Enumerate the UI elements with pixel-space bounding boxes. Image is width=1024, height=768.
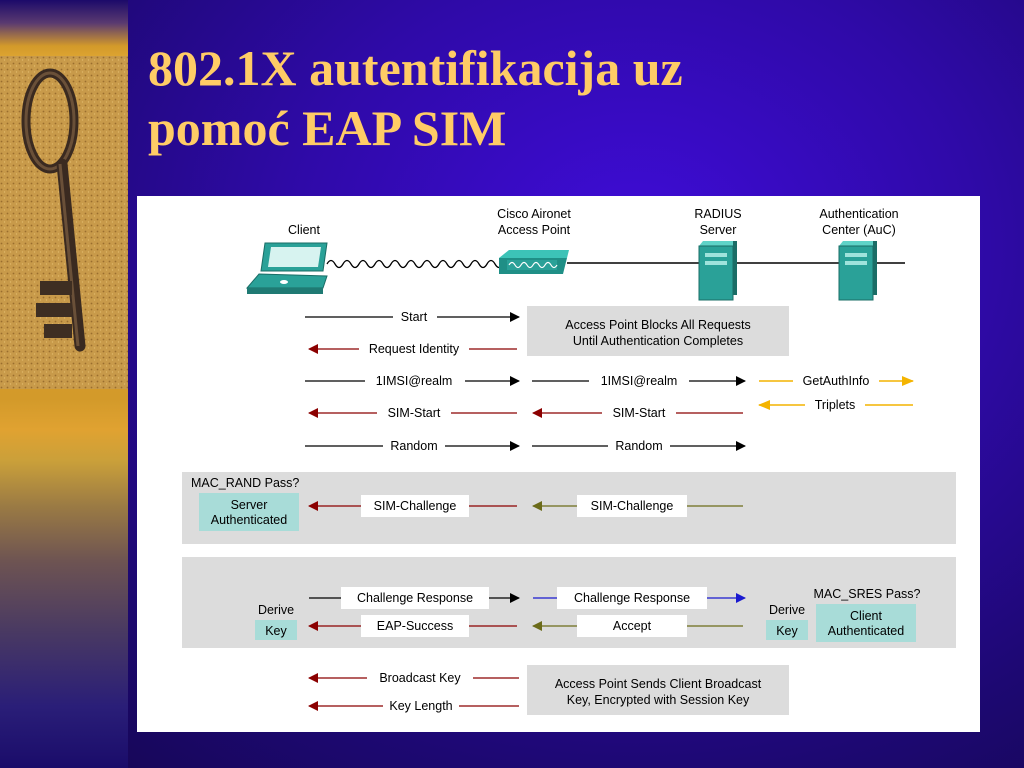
box-client-authenticated bbox=[816, 604, 916, 642]
note-ap-blocks bbox=[527, 306, 789, 356]
msg-key-length: Key Length bbox=[389, 699, 452, 713]
ap-label-line1: Cisco Aironet bbox=[497, 207, 571, 221]
note-ap-sends-line1: Access Point Sends Client Broadcast bbox=[555, 677, 762, 691]
msg-imsi-ap: 1IMSI@realm bbox=[601, 374, 678, 388]
access-point-icon bbox=[499, 250, 569, 274]
ap-label-line2: Access Point bbox=[498, 223, 571, 237]
msg-sim-start-radius: SIM-Start bbox=[613, 406, 666, 420]
msg-imsi-client: 1IMSI@realm bbox=[376, 374, 453, 388]
slide-title: 802.1X autentifikacija uz pomoć EAP SIM bbox=[148, 38, 1008, 158]
client-label: Client bbox=[288, 223, 320, 237]
msg-triplets: Triplets bbox=[815, 398, 856, 412]
eap-sim-sequence-diagram: Client Cisco Aironet Access Point RADIUS… bbox=[137, 196, 980, 732]
note-ap-blocks-line1: Access Point Blocks All Requests bbox=[565, 318, 751, 332]
note-ap-blocks-line2: Until Authentication Completes bbox=[573, 334, 743, 348]
msg-sim-start-ap: SIM-Start bbox=[388, 406, 441, 420]
wireless-link bbox=[326, 259, 528, 269]
box-key-right-text: Key bbox=[776, 624, 798, 638]
radius-label-line2: Server bbox=[700, 223, 737, 237]
note-derive-right: Derive bbox=[769, 603, 805, 617]
box-key-left bbox=[255, 620, 297, 640]
radius-server-icon bbox=[698, 241, 737, 301]
client-laptop-icon bbox=[245, 242, 328, 294]
msg-random-client: Random bbox=[390, 439, 437, 453]
box-server-authenticated-line1: Server bbox=[231, 498, 268, 512]
slide-title-line-2: pomoć EAP SIM bbox=[148, 100, 507, 156]
note-ap-sends-line2: Key, Encrypted with Session Key bbox=[567, 693, 750, 707]
radius-label-line1: RADIUS bbox=[694, 207, 741, 221]
box-key-left-text: Key bbox=[265, 624, 287, 638]
msg-broadcast-key: Broadcast Key bbox=[379, 671, 461, 685]
msg-request-identity: Request Identity bbox=[369, 342, 460, 356]
msg-accept: Accept bbox=[613, 619, 652, 633]
msg-challenge-response-ap: Challenge Response bbox=[574, 591, 690, 605]
msg-sim-challenge-ap: SIM-Challenge bbox=[374, 499, 457, 513]
note-derive-left: Derive bbox=[258, 603, 294, 617]
msg-random-ap: Random bbox=[615, 439, 662, 453]
msg-start: Start bbox=[401, 310, 428, 324]
box-server-authenticated-line2: Authenticated bbox=[211, 513, 287, 527]
auc-label-line2: Center (AuC) bbox=[822, 223, 896, 237]
note-ap-sends bbox=[527, 665, 789, 715]
box-client-authenticated-line2: Authenticated bbox=[828, 624, 904, 638]
msg-getauthinfo: GetAuthInfo bbox=[803, 374, 870, 388]
slide-title-line-1: 802.1X autentifikacija uz bbox=[148, 40, 683, 96]
auc-server-icon bbox=[838, 241, 877, 301]
note-mac-rand: MAC_RAND Pass? bbox=[191, 476, 299, 490]
msg-eap-success: EAP-Success bbox=[377, 619, 453, 633]
auc-label-line1: Authentication bbox=[819, 207, 898, 221]
msg-sim-challenge-radius: SIM-Challenge bbox=[591, 499, 674, 513]
key-photo bbox=[0, 56, 128, 389]
note-mac-sres: MAC_SRES Pass? bbox=[814, 587, 921, 601]
box-client-authenticated-line1: Client bbox=[850, 609, 882, 623]
box-key-right bbox=[766, 620, 808, 640]
box-server-authenticated bbox=[199, 493, 299, 531]
msg-challenge-response-client: Challenge Response bbox=[357, 591, 473, 605]
